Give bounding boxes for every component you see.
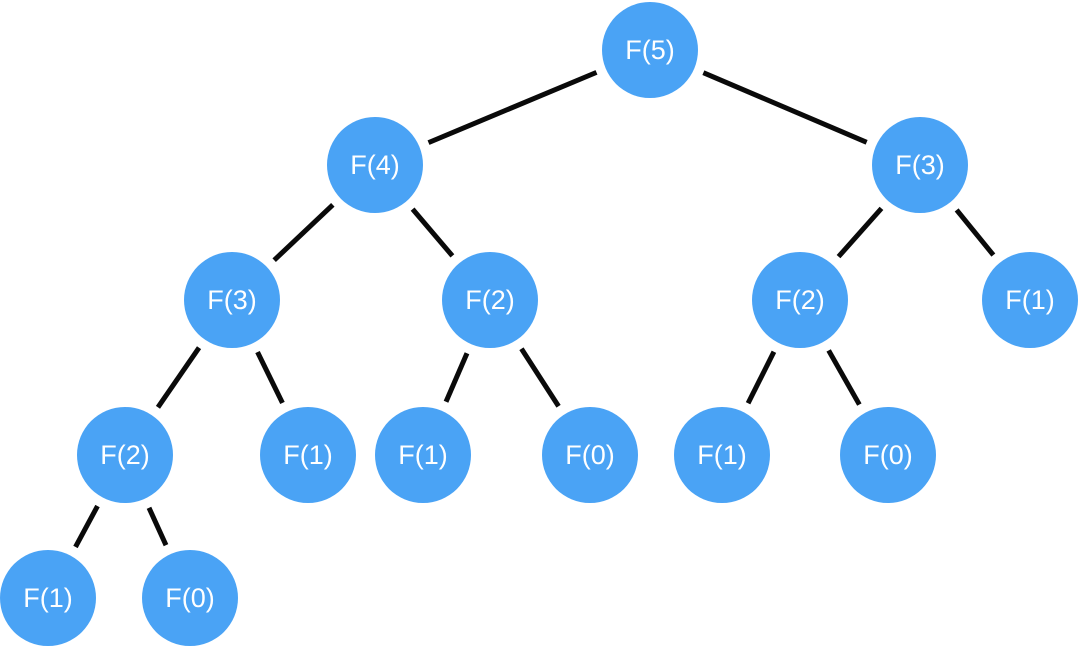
node-circle xyxy=(327,117,423,213)
node-label: F(1) xyxy=(23,583,73,613)
edge-n3-n6 xyxy=(836,206,884,259)
edge-n6-n12 xyxy=(745,350,777,405)
node-label: F(0) xyxy=(165,583,215,613)
node-label: F(1) xyxy=(1005,285,1055,315)
node-label: F(2) xyxy=(465,285,515,315)
edge-n1-n2 xyxy=(427,70,598,145)
tree-node: F(1) xyxy=(0,550,96,646)
tree-node: F(1) xyxy=(375,407,471,503)
tree-node: F(0) xyxy=(142,550,238,646)
node-circle xyxy=(752,252,848,348)
node-label: F(1) xyxy=(697,440,747,470)
node-label: F(5) xyxy=(625,35,675,65)
tree-node: F(2) xyxy=(442,252,538,348)
node-circle xyxy=(602,2,698,98)
node-circle xyxy=(184,252,280,348)
tree-node: F(3) xyxy=(872,117,968,213)
tree-node: F(1) xyxy=(260,407,356,503)
node-label: F(4) xyxy=(350,150,400,180)
node-label: F(1) xyxy=(283,440,333,470)
tree-node: F(2) xyxy=(752,252,848,348)
node-circle xyxy=(260,407,356,503)
tree-node: F(5) xyxy=(602,2,698,98)
edge-n8-n14 xyxy=(73,504,100,549)
node-circle xyxy=(542,407,638,503)
edge-n5-n11 xyxy=(519,347,561,408)
edge-n2-n4 xyxy=(272,202,335,263)
tree-node: F(1) xyxy=(982,252,1078,348)
edge-n8-n15 xyxy=(146,506,169,547)
node-circle xyxy=(982,252,1078,348)
edge-n2-n5 xyxy=(410,207,455,258)
node-circle xyxy=(442,252,538,348)
edges-layer xyxy=(73,70,996,549)
tree-node: F(1) xyxy=(674,407,770,503)
tree-node: F(3) xyxy=(184,252,280,348)
node-circle xyxy=(840,407,936,503)
node-circle xyxy=(77,407,173,503)
node-label: F(1) xyxy=(398,440,448,470)
node-label: F(0) xyxy=(863,440,913,470)
node-label: F(3) xyxy=(895,150,945,180)
node-circle xyxy=(375,407,471,503)
node-circle xyxy=(142,550,238,646)
node-circle xyxy=(674,407,770,503)
node-circle xyxy=(872,117,968,213)
tree-node: F(2) xyxy=(77,407,173,503)
node-label: F(3) xyxy=(207,285,257,315)
node-label: F(2) xyxy=(775,285,825,315)
edge-n3-n7 xyxy=(954,208,996,257)
node-label: F(2) xyxy=(100,440,150,470)
edge-n4-n9 xyxy=(255,350,285,405)
tree-node: F(4) xyxy=(327,117,423,213)
edge-n4-n8 xyxy=(155,346,202,409)
edge-n5-n10 xyxy=(443,352,470,403)
edge-n6-n13 xyxy=(826,349,862,406)
node-circle xyxy=(0,550,96,646)
tree-node: F(0) xyxy=(840,407,936,503)
tree-node: F(0) xyxy=(542,407,638,503)
edge-n1-n3 xyxy=(702,70,868,145)
node-label: F(0) xyxy=(565,440,615,470)
